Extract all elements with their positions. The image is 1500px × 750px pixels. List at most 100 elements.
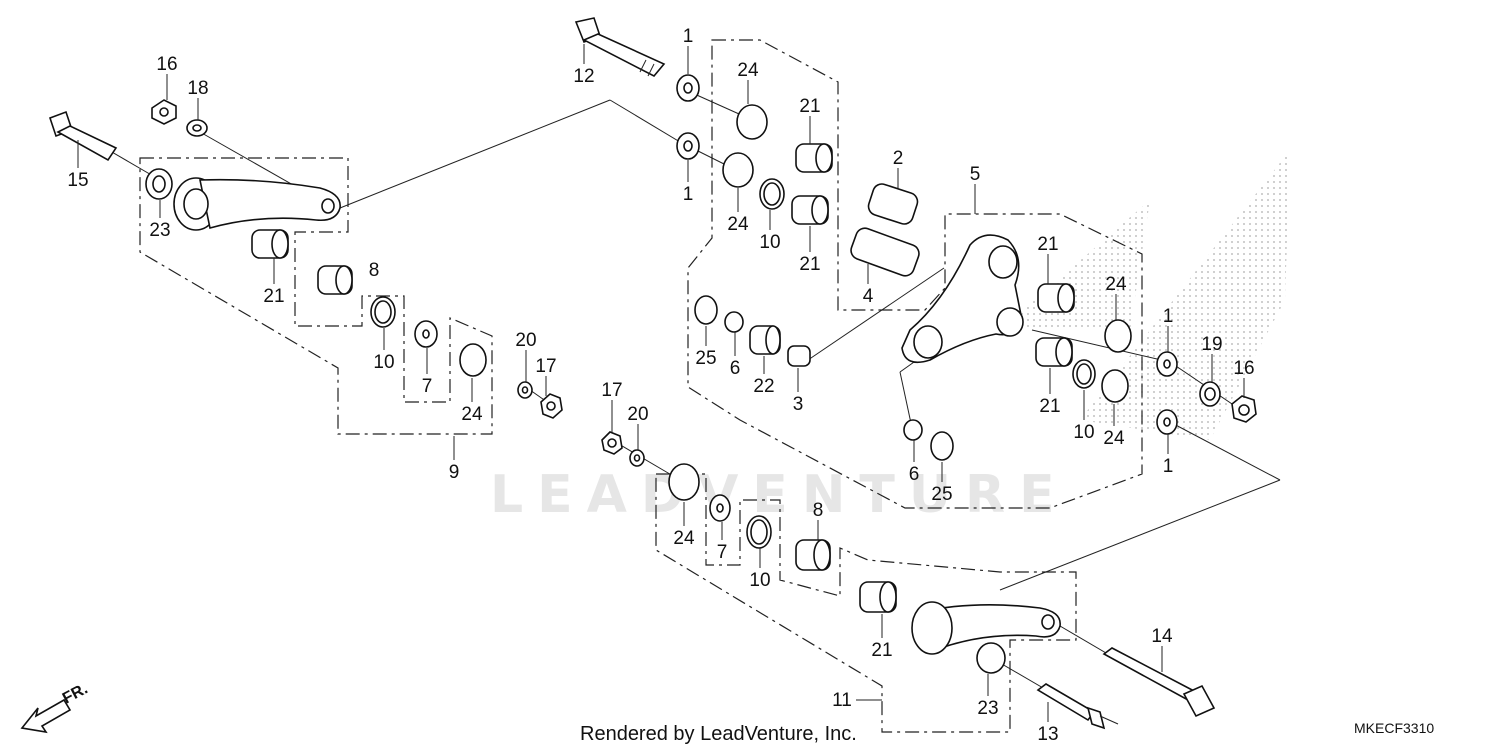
bearing-22 [749, 325, 781, 355]
callout-10: 10 [759, 232, 780, 253]
callouts: 1 1 1 1 2 3 4 5 6 6 7 7 8 8 9 10 10 10 [67, 26, 1254, 745]
washer-10-lower [746, 515, 772, 549]
washer-6-upper [724, 311, 744, 333]
callout-20: 20 [515, 330, 536, 351]
seal-24-top-second [722, 152, 754, 188]
washer-20-left [517, 381, 533, 399]
pivot-rod-9 [173, 177, 341, 231]
parts [48, 17, 1257, 730]
callout-1: 1 [683, 184, 694, 205]
bearing-21-left [251, 229, 289, 259]
seal-25-upper [694, 295, 718, 325]
group-9-outline [139, 157, 493, 435]
bearing-21-lower [859, 581, 897, 613]
callout-16: 16 [156, 54, 177, 75]
callout-5: 5 [970, 164, 981, 185]
callout-12: 12 [573, 66, 594, 87]
seal-25-lower [930, 431, 954, 461]
callout-16: 16 [1233, 358, 1254, 379]
callout-24: 24 [727, 214, 749, 235]
washer-10-left [370, 296, 396, 328]
nut-17-left [540, 393, 563, 419]
group-outlines [139, 39, 1143, 733]
washer-10-top [759, 178, 785, 210]
callout-21: 21 [799, 96, 820, 117]
callout-15: 15 [67, 170, 88, 191]
callout-21: 21 [799, 254, 820, 275]
diagram-code: MKECF3310 [1354, 720, 1434, 736]
bearing-21-right-lower [1035, 337, 1073, 367]
watermark: LEADVENTURE [490, 150, 1290, 525]
callout-25: 25 [931, 484, 952, 505]
callout-8: 8 [813, 500, 824, 521]
callout-18: 18 [187, 78, 208, 99]
callout-10: 10 [1073, 422, 1094, 443]
callout-23: 23 [149, 220, 170, 241]
washer-20-lower [629, 449, 645, 467]
washer-6-lower [903, 419, 923, 441]
callout-6: 6 [730, 358, 741, 379]
collar-8-lower [795, 539, 831, 571]
callout-20: 20 [627, 404, 648, 425]
washer-7-left [414, 320, 438, 348]
bolt-15 [48, 110, 118, 162]
nut-16-left [151, 99, 177, 125]
bolt-12 [574, 17, 666, 78]
callout-10: 10 [373, 352, 394, 373]
seal-24-right-lower [1101, 369, 1129, 403]
collar-8-left [317, 265, 353, 295]
seal-24-left [459, 343, 487, 377]
callout-10: 10 [749, 570, 770, 591]
callout-7: 7 [717, 542, 728, 563]
bearing-21-right-upper [1037, 283, 1075, 313]
callout-1: 1 [683, 26, 694, 47]
washer-18 [186, 119, 208, 137]
collar-4 [850, 227, 920, 277]
bolt-14 [1102, 647, 1216, 718]
callout-11: 11 [832, 690, 852, 711]
washer-1-second [676, 132, 700, 160]
callout-17: 17 [535, 356, 556, 377]
collar-3 [787, 345, 811, 367]
callout-3: 3 [793, 394, 804, 415]
callout-4: 4 [863, 286, 874, 307]
bearing-21-top [795, 143, 833, 173]
callout-24: 24 [1105, 274, 1127, 295]
callout-6: 6 [909, 464, 920, 485]
bolt-13 [1036, 683, 1119, 730]
washer-10-right [1072, 359, 1096, 389]
callout-21: 21 [263, 286, 284, 307]
seal-24-lower [668, 463, 700, 501]
nut-16-right [1231, 395, 1257, 423]
callout-8: 8 [369, 260, 380, 281]
washer-1-right-upper [1156, 351, 1178, 377]
collar-2 [867, 183, 919, 225]
washer-1-right-lower [1156, 409, 1178, 435]
front-indicator: FR. [20, 680, 91, 734]
callout-24: 24 [1103, 428, 1125, 449]
washer-19 [1199, 381, 1221, 407]
wing-logo-watermark [1000, 150, 1290, 440]
callout-21: 21 [871, 640, 892, 661]
callout-2: 2 [893, 148, 904, 169]
callout-7: 7 [422, 376, 433, 397]
callout-14: 14 [1151, 626, 1173, 647]
callout-24: 24 [737, 60, 759, 81]
pivot-rod-11 [911, 601, 1061, 655]
group-11-outline [655, 473, 1077, 733]
callout-24: 24 [673, 528, 695, 549]
callout-21: 21 [1039, 396, 1060, 417]
seal-23-lower [976, 642, 1006, 674]
nut-17-lower [601, 431, 623, 455]
callout-1: 1 [1163, 456, 1174, 477]
seal-24-top [736, 104, 768, 140]
bearing-21-top-second [791, 195, 829, 225]
callout-23: 23 [977, 698, 998, 719]
callout-22: 22 [753, 376, 774, 397]
callout-9: 9 [449, 462, 460, 483]
washer-1-top [676, 74, 700, 102]
render-credit: Rendered by LeadVenture, Inc. [580, 723, 857, 745]
callout-1: 1 [1163, 306, 1174, 327]
washer-7-lower [709, 494, 731, 522]
